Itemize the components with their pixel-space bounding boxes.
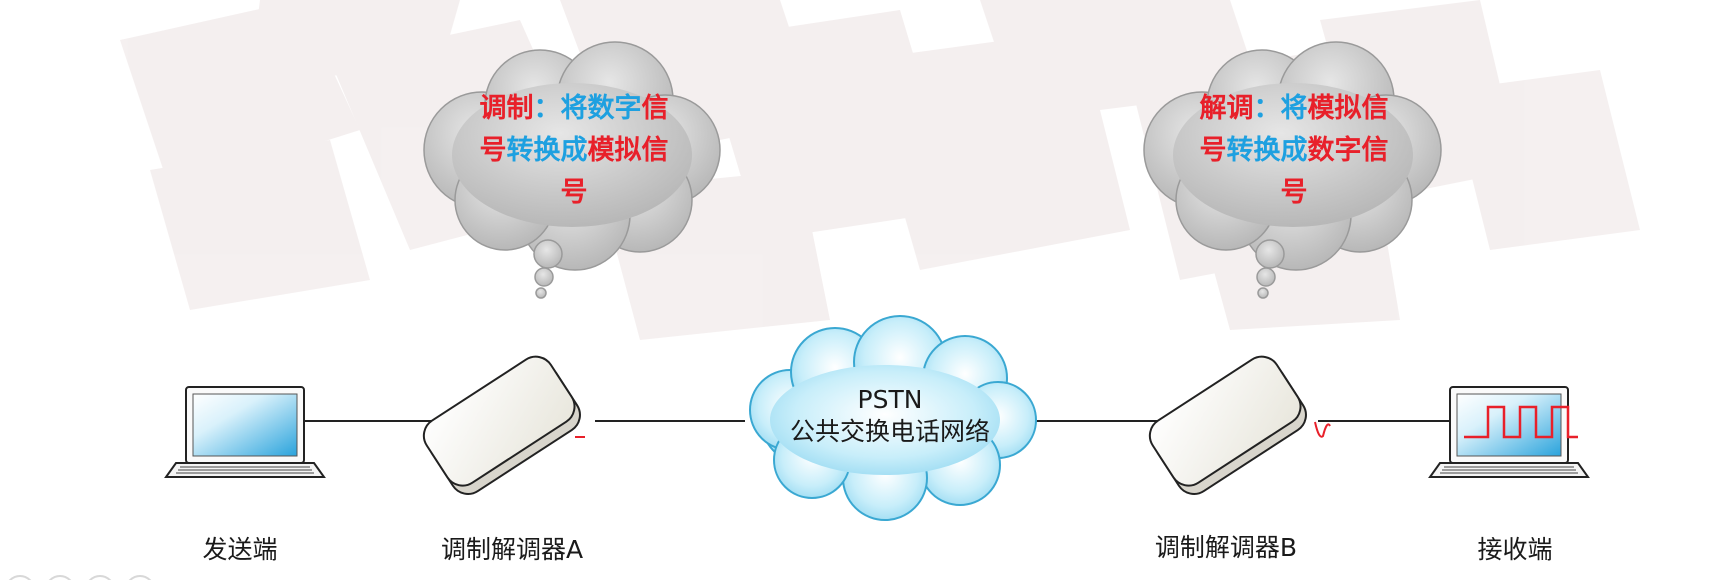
- bubble-left-segment: 将数字: [560, 93, 642, 124]
- bubble-left-segment: 转换成: [506, 135, 588, 166]
- bubble-left-segment: 调制: [479, 93, 534, 124]
- bubble-right-segment: ：: [1253, 93, 1281, 124]
- bubble-right-segment: 转换成: [1226, 135, 1308, 166]
- demodulation-bubble-text: 解调：将模拟信号转换成数字信号: [1199, 88, 1389, 214]
- sender-laptop-icon: [164, 386, 326, 478]
- analog-signal-mark-b: [1314, 421, 1331, 438]
- pstn-title: PSTN: [857, 385, 923, 414]
- modem-a-icon: [422, 355, 581, 495]
- sender-label: 发送端: [202, 535, 278, 564]
- modem-a-label: 调制解调器A: [440, 535, 584, 564]
- thought-bubble-right: [1143, 41, 1442, 299]
- bubble-left-segment: ：: [533, 93, 561, 124]
- page-dots-decoration: [6, 575, 154, 584]
- modem-b-icon: [1148, 355, 1307, 495]
- receiver-laptop-icon: [1428, 386, 1590, 478]
- pstn-cloud-text: PSTN 公共交换电话网络: [790, 384, 990, 448]
- pstn-cloud-icon: [749, 315, 1037, 521]
- bubble-right-segment: 解调: [1199, 93, 1254, 124]
- modem-b-label: 调制解调器B: [1154, 533, 1298, 562]
- modulation-bubble-text: 调制：将数字信号转换成模拟信号: [479, 88, 669, 214]
- digital-signal-waveform: [1464, 405, 1578, 439]
- bubble-right-segment: 将: [1280, 93, 1308, 124]
- bubble-left-segment: 信号: [479, 93, 669, 166]
- bubble-left-segment: 模拟信号: [560, 135, 669, 208]
- pstn-subtitle: 公共交换电话网络: [789, 417, 991, 446]
- bubble-right-segment: 模拟信号: [1199, 93, 1389, 166]
- thought-bubble-left: [423, 41, 721, 299]
- receiver-label: 接收端: [1477, 535, 1553, 564]
- bubble-right-segment: 数字信号: [1280, 135, 1389, 208]
